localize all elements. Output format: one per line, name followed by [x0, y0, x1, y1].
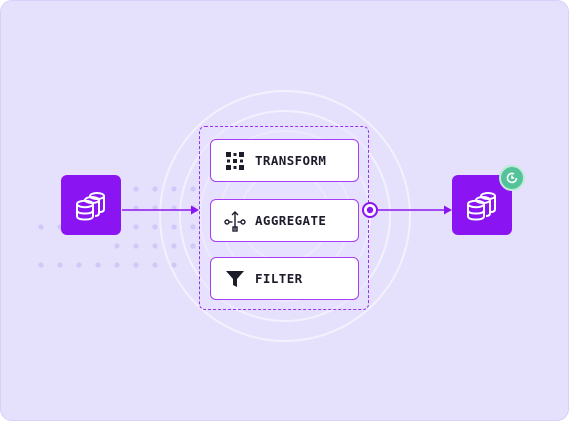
grid-dot: [171, 186, 177, 192]
grid-dot: [95, 262, 101, 268]
database-stack-icon: [467, 192, 496, 221]
grid-dot: [76, 262, 82, 268]
grid-dot: [190, 224, 196, 230]
grid-dot: [133, 186, 139, 192]
grid-dot: [38, 224, 44, 230]
grid-dot: [171, 224, 177, 230]
step-label: TRANSFORM: [255, 153, 327, 168]
grid-dot: [57, 262, 63, 268]
database-stack-icon: [76, 192, 105, 221]
grid-dot: [152, 262, 158, 268]
grid-dot: [133, 243, 139, 249]
refresh-icon: [506, 172, 518, 184]
grid-dot: [171, 243, 177, 249]
sync-status-badge[interactable]: [499, 165, 525, 191]
grid-dot: [171, 262, 177, 268]
step-label: FILTER: [255, 271, 303, 286]
source-database-node[interactable]: [61, 175, 121, 235]
grid-dot: [190, 243, 196, 249]
grid-dot: [114, 262, 120, 268]
step-transform[interactable]: TRANSFORM: [210, 139, 359, 182]
destination-database-node[interactable]: [452, 175, 512, 235]
grid-dot: [38, 262, 44, 268]
grid-dot: [133, 224, 139, 230]
grid-dot: [152, 186, 158, 192]
source-connector-arrowhead: [191, 205, 199, 215]
step-label: AGGREGATE: [255, 213, 327, 228]
grid-dot: [114, 243, 120, 249]
merge-arrow-icon: [224, 210, 246, 232]
destination-connector-arrowhead: [444, 205, 452, 215]
step-aggregate[interactable]: AGGREGATE: [210, 199, 359, 242]
grid-nodes-icon: [226, 151, 244, 170]
grid-dot: [190, 186, 196, 192]
grid-dot: [152, 243, 158, 249]
grid-dot: [152, 224, 158, 230]
funnel-icon: [226, 270, 244, 287]
step-filter[interactable]: FILTER: [210, 257, 359, 300]
grid-dot: [133, 262, 139, 268]
